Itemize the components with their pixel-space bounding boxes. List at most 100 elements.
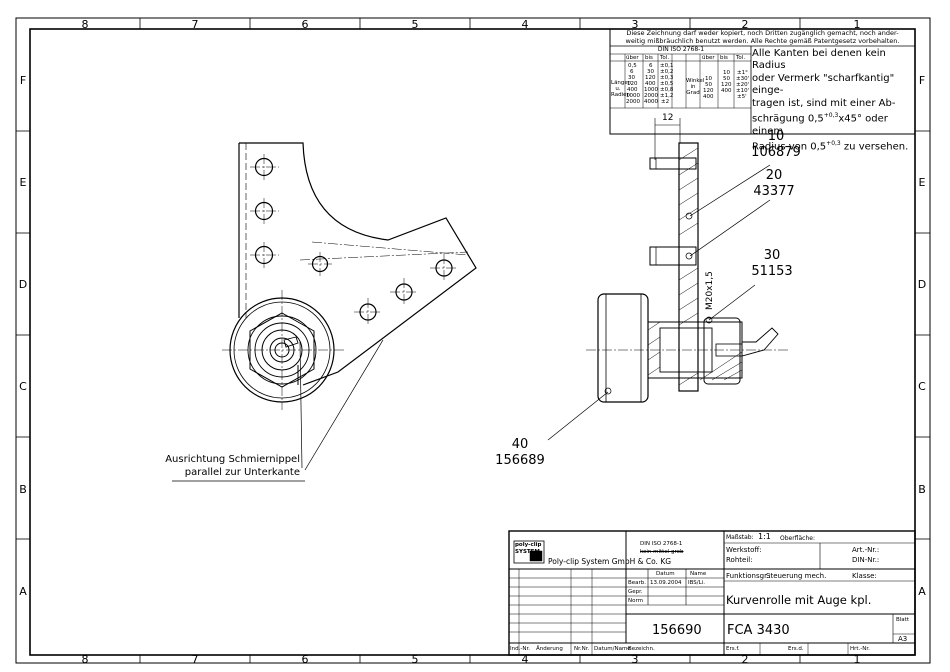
zone-label: A	[918, 585, 926, 598]
callout-30: 30 51153	[742, 248, 802, 280]
rev-header: Änderung	[536, 646, 563, 652]
callout-position: 20	[765, 168, 783, 183]
title-block-frame	[508, 530, 916, 656]
tol-cell: 1000	[644, 87, 658, 93]
tol-cell: 6	[649, 63, 653, 69]
copyright-line: weitig mißbräuchlich benutzt werden. All…	[625, 36, 900, 45]
edge-note-text: zu versehen.	[840, 141, 909, 153]
dimension-thread: M20x1,5	[705, 271, 715, 310]
date-header: Datum	[656, 571, 675, 577]
callout-part-number: 51153	[751, 264, 793, 279]
class-label: Klasse:	[852, 572, 877, 580]
material-label: Werkstoff:	[726, 546, 762, 554]
zone-label: 3	[631, 18, 639, 31]
sheet-format: A3	[898, 635, 908, 643]
tol-cell: 400	[703, 94, 714, 100]
checked-label: Gepr.	[628, 589, 643, 595]
tol-cell: 50	[705, 82, 712, 88]
zone-label: 5	[411, 653, 419, 666]
zone-label: F	[918, 74, 926, 87]
callout-position: 10	[767, 129, 785, 144]
tol-cell: 120	[703, 88, 714, 94]
inner-frame	[29, 28, 916, 656]
zone-label: A	[19, 585, 27, 598]
zone-label: 1	[853, 653, 861, 666]
callout-40: 40 156689	[490, 437, 550, 469]
zone-label: D	[917, 278, 927, 291]
drawing-title: Kurvenrolle mit Auge kpl.	[726, 593, 872, 607]
zone-label: 6	[301, 18, 309, 31]
norm-label: Norm	[628, 598, 644, 604]
zone-label: 3	[631, 653, 639, 666]
edge-note-line: oder Vermerk "scharfkantig" einge-	[752, 72, 895, 97]
zone-label: B	[918, 483, 926, 496]
drawn-name: IBS/Li.	[688, 580, 705, 586]
grease-nipple-note: Ausrichtung Schmiernippel parallel zur U…	[160, 453, 300, 479]
edge-note-text: x45° oder einem	[752, 113, 888, 137]
zone-label: 2	[741, 653, 749, 666]
tolerance-superscript: +0,3	[826, 140, 841, 148]
standard: DIN ISO 2768-1	[640, 541, 683, 547]
tol-cell: 0,5	[628, 63, 637, 69]
annotation-line: Ausrichtung Schmiernippel	[165, 454, 300, 465]
callout-part-number: 43377	[753, 184, 795, 199]
zone-label: 5	[411, 18, 419, 31]
tol-cell: 120	[721, 82, 732, 88]
zone-label: 8	[81, 653, 89, 666]
copyright-line: Diese Zeichnung darf weder kopiert, noch…	[626, 29, 899, 37]
zone-label: F	[19, 74, 27, 87]
tol-cell: ±10'	[736, 88, 750, 94]
scale-label: Maßstab:	[726, 534, 754, 541]
tol-cell: 2000	[644, 93, 658, 99]
zone-label: B	[19, 483, 27, 496]
tol-cell: 30	[647, 69, 654, 75]
zone-label: C	[19, 380, 27, 393]
tol-label-angles: Winkel in Grad	[686, 78, 705, 96]
scale-value: 1:1	[758, 532, 771, 541]
zone-label: E	[918, 176, 926, 189]
tol-cell: 120	[645, 75, 656, 81]
tol-cell: ±1,2	[660, 93, 674, 99]
function-value: Steuerung mech.	[766, 572, 827, 580]
callout-20: 20 43377	[744, 168, 804, 200]
edge-note-text: schrägung 0,5	[752, 113, 824, 125]
name-header: Name	[690, 571, 707, 577]
tol-header: über	[626, 55, 639, 61]
tol-cell: ±0,1	[660, 63, 674, 69]
callout-position: 30	[763, 248, 781, 263]
sheet-label: Blatt	[896, 617, 909, 623]
tol-cell: 6	[630, 69, 634, 75]
front-view	[172, 142, 477, 482]
edge-note-line: Radius von 0,5+0,3 zu versehen.	[752, 138, 914, 154]
tol-header: bis	[645, 55, 653, 61]
rawpart-label: Rohteil:	[726, 556, 753, 564]
tol-header: Tol.	[660, 55, 670, 61]
zone-label: 2	[741, 18, 749, 31]
tol-cell: 400	[645, 81, 656, 87]
zone-ticks	[16, 18, 930, 663]
zone-label: 1	[853, 18, 861, 31]
drawn-label: Bearb.	[628, 580, 647, 586]
din-label: DIN-Nr.:	[852, 556, 880, 564]
rev-header: Datum/Name	[594, 646, 631, 652]
rev-header: Hrt.-Nr.	[850, 646, 870, 652]
tol-cell: ±0,2	[660, 69, 674, 75]
rev-header: Nr.Nr.	[574, 646, 590, 652]
edge-chamfer-note: Alle Kanten bei denen kein Radius oder V…	[752, 48, 914, 154]
tol-cell: 4000	[644, 99, 658, 105]
callout-position: 40	[511, 437, 529, 452]
copyright-note: Diese Zeichnung darf weder kopiert, noch…	[611, 29, 914, 45]
tol-cell: ±0,3	[660, 75, 674, 81]
drawing-number: 156690	[652, 623, 702, 638]
tol-label-lengths: Längen u. Radien	[611, 80, 632, 98]
tol-cell: ±0,8	[660, 87, 674, 93]
rev-header: Ers.d.	[788, 646, 804, 652]
rev-header: Ind.-Nr.	[510, 646, 530, 652]
tol-cell: 120	[627, 81, 638, 87]
zone-label: D	[18, 278, 28, 291]
side-view-section	[547, 118, 790, 441]
zone-label: E	[19, 176, 27, 189]
dimension-width: 12	[662, 113, 674, 123]
edge-note-text: Radius von 0,5	[752, 141, 827, 153]
